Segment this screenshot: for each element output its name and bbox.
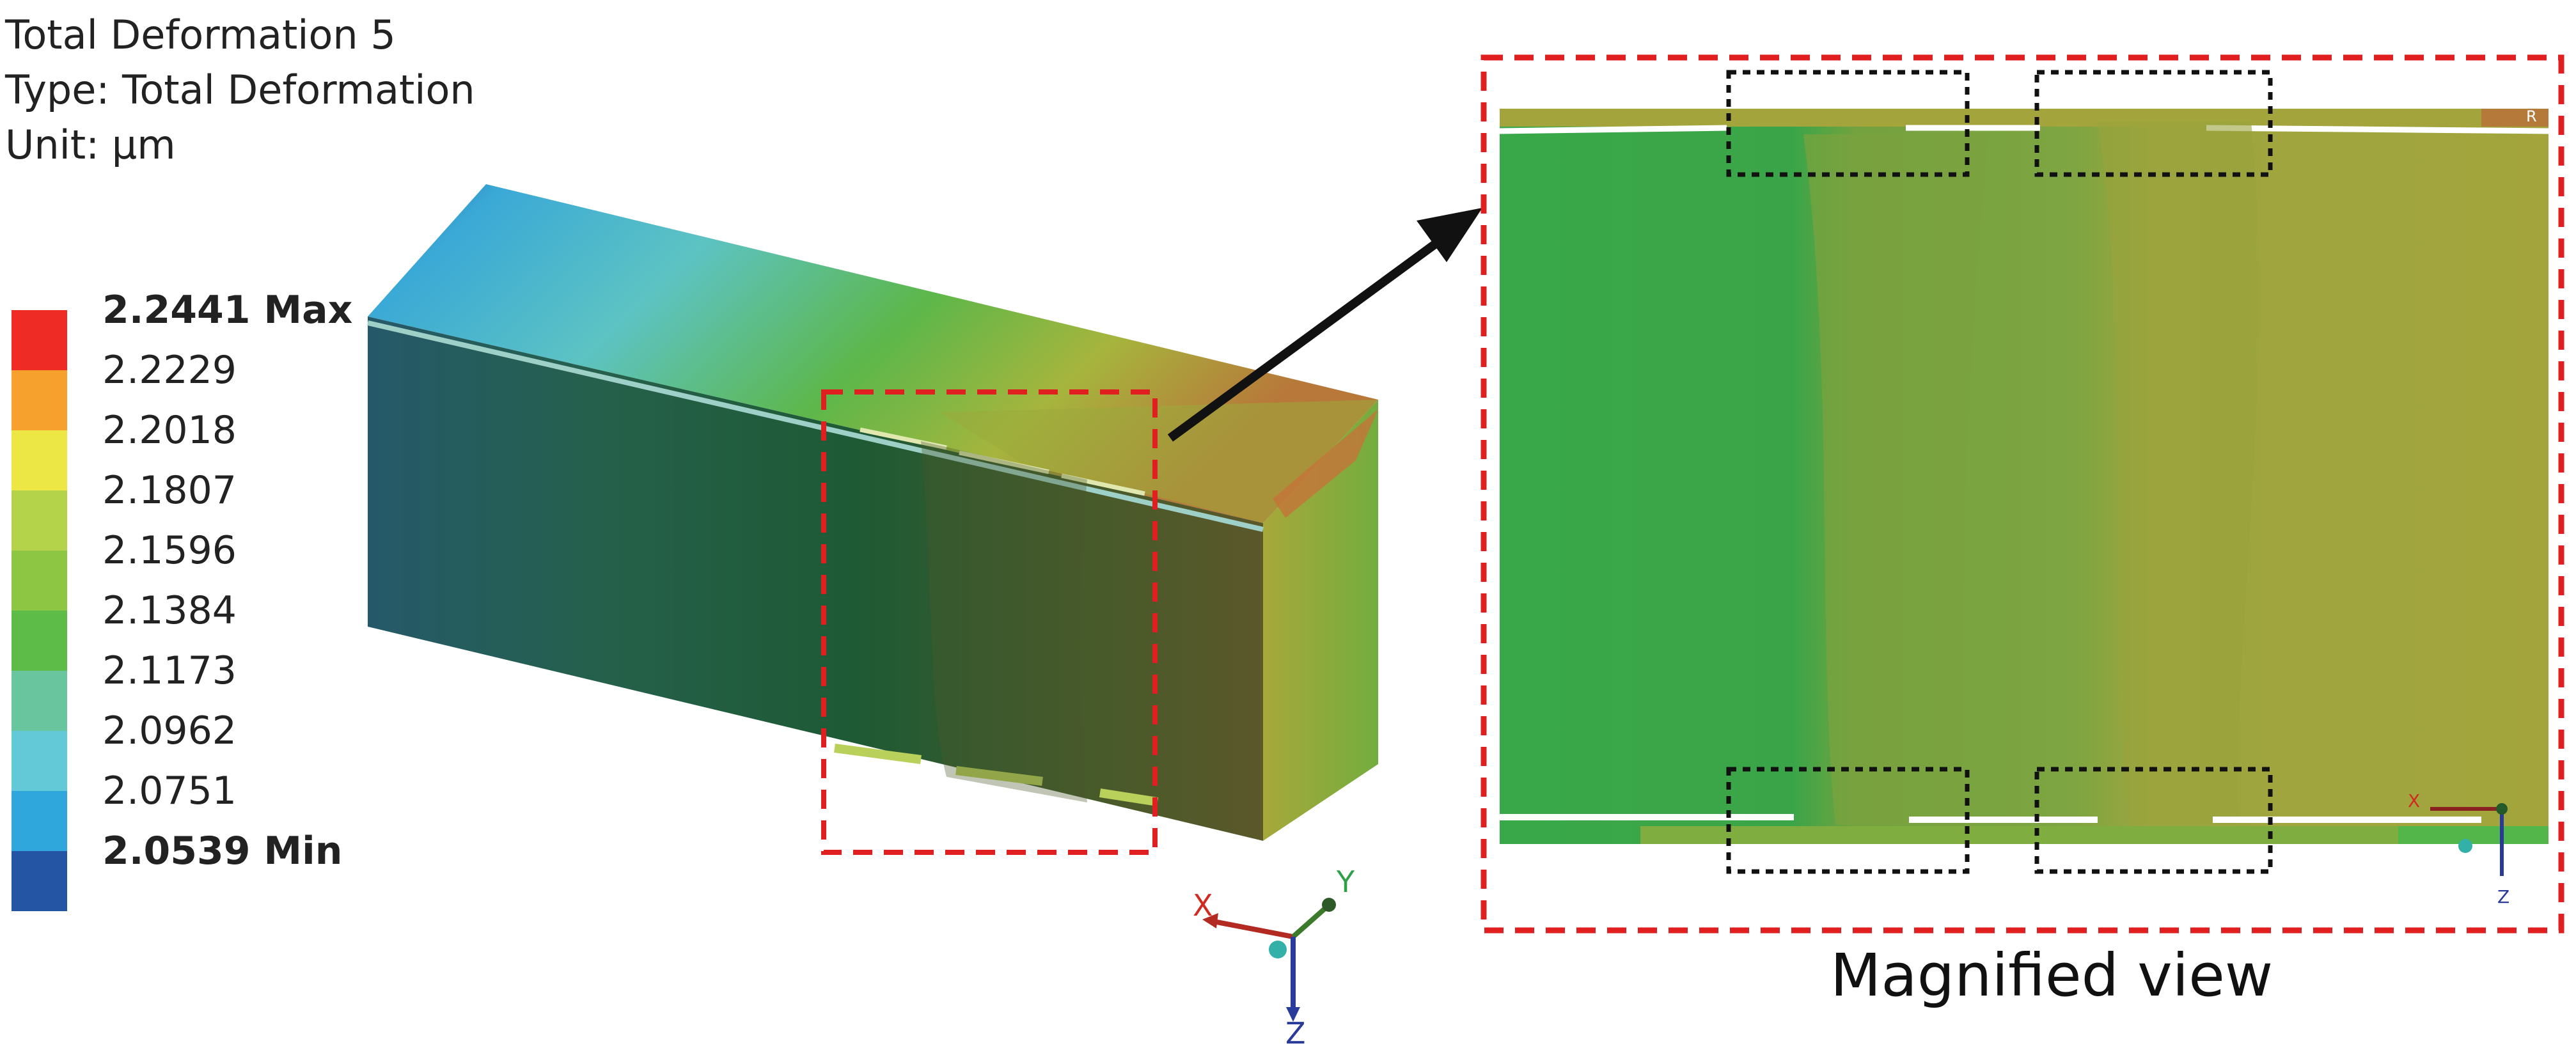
legend-row: 2.2018 bbox=[12, 408, 370, 490]
legend-row: 2.0539 Min bbox=[12, 829, 370, 911]
legend-row: 2.1384 bbox=[12, 588, 370, 671]
magnified-white-margin bbox=[1500, 844, 2549, 921]
result-title: Total Deformation 5 bbox=[5, 12, 396, 58]
magnified-bottom-strip bbox=[1640, 826, 2549, 844]
model-orange-region bbox=[1273, 409, 1378, 518]
triad-z-label: Z bbox=[1285, 1016, 1306, 1048]
triad-x-label: X bbox=[1193, 888, 1213, 923]
legend-swatch bbox=[12, 731, 67, 791]
legend-row: 2.0751 bbox=[12, 769, 370, 851]
zoom-arrow-head bbox=[1417, 208, 1482, 262]
legend-label: 2.0751 bbox=[102, 769, 237, 813]
legend-row: 2.2229 bbox=[12, 348, 370, 430]
legend-label: 2.0962 bbox=[102, 708, 237, 753]
legend-label: 2.1173 bbox=[102, 648, 237, 693]
magnified-view: R X Z bbox=[1480, 54, 2564, 934]
legend-label: 2.2229 bbox=[102, 348, 237, 393]
legend-row: 2.2441 Max bbox=[12, 288, 370, 370]
legend-label: 2.2018 bbox=[102, 408, 237, 453]
legend-label: 2.1596 bbox=[102, 528, 237, 573]
legend-row: 2.1596 bbox=[12, 528, 370, 611]
result-unit: Unit: µm bbox=[5, 121, 176, 168]
legend-swatch bbox=[12, 430, 67, 490]
legend-row: 2.1173 bbox=[12, 648, 370, 731]
zoom-region-box bbox=[821, 389, 1158, 855]
legend-swatch bbox=[12, 791, 67, 851]
magnified-top-strip bbox=[1500, 109, 2549, 127]
magnified-bottom-accent bbox=[2398, 826, 2549, 844]
magnified-bottom-gap bbox=[1500, 814, 2481, 823]
legend-label: 2.1807 bbox=[102, 468, 237, 513]
legend-swatch bbox=[12, 611, 67, 671]
triad-origin bbox=[1269, 941, 1287, 958]
deformation-model bbox=[367, 184, 1378, 841]
zoom-triad-z-label: Z bbox=[2497, 886, 2509, 907]
triad-y-label: Y bbox=[1336, 864, 1355, 899]
magnified-r-label: R bbox=[2526, 107, 2537, 125]
zoom-arrow bbox=[1167, 233, 1449, 442]
legend-row: 2.0962 bbox=[12, 708, 370, 791]
magnified-border bbox=[1480, 54, 2564, 934]
magnified-top-corner bbox=[2481, 109, 2549, 127]
legend-label: 2.1384 bbox=[102, 588, 237, 633]
triad-main: X Y Z bbox=[1193, 864, 1355, 1048]
detail-box-top-left bbox=[1726, 70, 1970, 177]
model-edge-top bbox=[367, 320, 1264, 532]
legend-swatch bbox=[12, 551, 67, 611]
magnified-field bbox=[1500, 109, 2549, 844]
magnified-top-gap bbox=[1499, 125, 2549, 134]
legend-swatch bbox=[12, 671, 67, 731]
legend-swatch bbox=[12, 370, 67, 430]
legend-label: 2.2441 Max bbox=[102, 288, 353, 332]
model-slot-upper bbox=[860, 427, 1145, 496]
result-type: Type: Total Deformation bbox=[5, 66, 475, 113]
model-top-highlight bbox=[940, 400, 1378, 523]
magnified-right-band bbox=[2098, 121, 2259, 825]
legend-swatch bbox=[12, 851, 67, 911]
legend-swatch bbox=[12, 490, 67, 551]
legend-swatch bbox=[12, 310, 67, 370]
detail-box-bottom-right bbox=[2034, 767, 2273, 874]
detail-box-bottom-left bbox=[1726, 767, 1970, 874]
detail-box-top-right bbox=[2034, 70, 2273, 177]
magnified-center-band bbox=[1803, 134, 1989, 825]
result-header: Total Deformation 5 Type: Total Deformat… bbox=[5, 8, 475, 173]
zoom-triad-x-label: X bbox=[2408, 790, 2420, 811]
legend-row: 2.1807 bbox=[12, 468, 370, 551]
magnified-caption: Magnified view bbox=[1830, 941, 2274, 1010]
model-slot-lower bbox=[834, 744, 1159, 806]
model-front-face bbox=[368, 317, 1263, 841]
model-band-shade bbox=[921, 441, 1087, 802]
legend-label: 2.0539 Min bbox=[102, 829, 343, 873]
